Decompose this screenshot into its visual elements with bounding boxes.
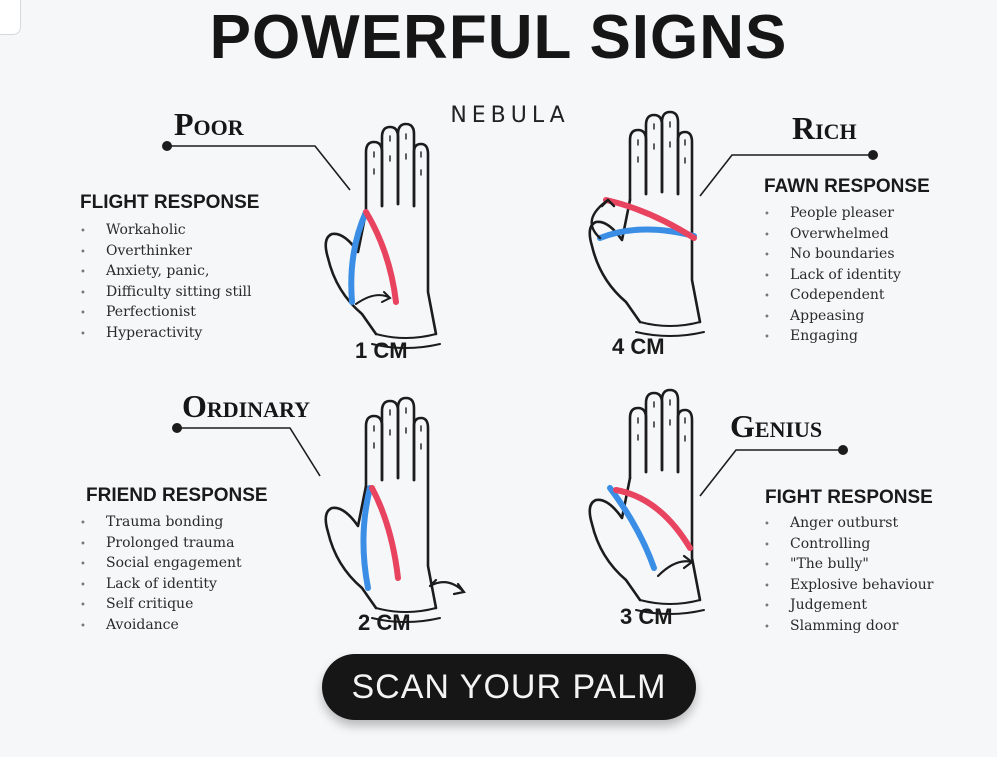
list-item: •Avoidance [80, 616, 179, 633]
list-item: •Overwhelmed [764, 225, 889, 242]
list-item: •Perfectionist [80, 304, 196, 320]
trait-list-genius: •Anger outburst •Controlling •"The bully… [764, 513, 933, 636]
list-item: •Controlling [764, 535, 871, 552]
list-item: •Anxiety, panic, [80, 263, 210, 279]
list-item: •Prolonged trauma [80, 534, 235, 551]
list-item: •Appeasing [764, 307, 865, 324]
list-item: •No boundaries [764, 246, 895, 262]
list-item: •Explosive behaviour [764, 576, 934, 593]
distance-label: 1 CM [355, 338, 408, 363]
list-item: •Self critique [80, 596, 194, 612]
list-item: •People pleaser [764, 205, 894, 221]
list-item: •Overthinker [80, 242, 192, 259]
category-ordinary: Ordinary [182, 388, 311, 424]
list-item: •Lack of identity [80, 575, 217, 592]
list-item: •Judgement [764, 597, 868, 613]
list-item: •Anger outburst [764, 515, 899, 531]
category-genius: Genius [730, 408, 823, 444]
window-corner [0, 0, 21, 35]
response-fawn: FAWN RESPONSE [764, 176, 930, 197]
list-item: •Trauma bonding [80, 514, 224, 530]
distance-label: 3 CM [620, 604, 673, 629]
hand-poor [324, 122, 442, 350]
scan-palm-button[interactable]: SCAN YOUR PALM [322, 654, 696, 720]
list-item: •Social engagement [80, 555, 242, 571]
category-poor: Poor [174, 106, 244, 142]
hand-ordinary [324, 396, 466, 624]
list-item: •Engaging [764, 328, 858, 344]
response-friend: FRIEND RESPONSE [86, 485, 268, 506]
response-fight: FIGHT RESPONSE [765, 487, 933, 508]
list-item: •Lack of identity [764, 266, 901, 283]
list-item: •Codependent [764, 287, 885, 303]
pointer-lines [162, 141, 878, 497]
trait-list-ordinary: •Trauma bonding •Prolonged trauma •Socia… [80, 512, 242, 635]
category-rich: Rich [792, 110, 857, 146]
distance-label: 2 CM [358, 610, 411, 635]
trait-list-poor: •Workaholic •Overthinker •Anxiety, panic… [80, 220, 252, 343]
page-title: POWERFUL SIGNS [209, 3, 788, 72]
list-item: •Workaholic [80, 222, 186, 238]
hand-genius [588, 388, 706, 616]
response-flight: FLIGHT RESPONSE [80, 192, 260, 213]
list-item: •"The bully" [764, 556, 869, 572]
list-item: •Hyperactivity [80, 324, 203, 341]
hand-rich [588, 110, 706, 338]
trait-list-rich: •People pleaser •Overwhelmed •No boundar… [764, 203, 901, 347]
distance-label: 4 CM [612, 334, 665, 359]
list-item: •Difficulty sitting still [80, 283, 252, 300]
list-item: •Slamming door [764, 617, 899, 634]
brand-logo: NEBULA [450, 103, 570, 128]
